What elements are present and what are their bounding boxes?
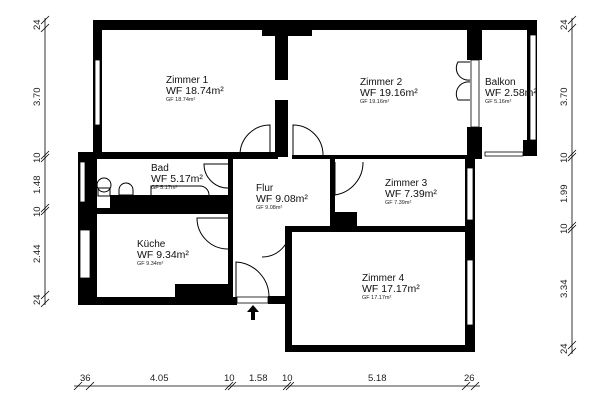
- dim-label: 24: [32, 19, 43, 30]
- dim-label: 5.18: [368, 373, 387, 384]
- dim-label: 24: [559, 19, 570, 30]
- room-name: Zimmer 2: [360, 77, 403, 88]
- dim-label: 3.70: [559, 88, 570, 107]
- dim-label: 1.58: [249, 373, 268, 384]
- room-name: Küche: [137, 239, 166, 250]
- dim-label: 26: [464, 373, 475, 384]
- dim-label: 24: [32, 294, 43, 305]
- dim-label: 1.48: [32, 176, 43, 195]
- room-gf: GF 7.39m²: [385, 200, 411, 206]
- room-wf: WF 19.16m²: [360, 87, 418, 99]
- room-gf: GF 9.34m²: [137, 261, 163, 267]
- room-gf: GF 9.08m²: [256, 205, 282, 211]
- room-zimmer-4: Zimmer 4 WF 17.17m² GF 17.17m²: [362, 273, 420, 301]
- room-name: Balkon: [485, 77, 516, 88]
- room-wf: WF 18.74m²: [166, 85, 224, 97]
- room-wf: WF 9.34m²: [137, 249, 189, 261]
- room-name: Flur: [256, 183, 274, 194]
- windows: [79, 34, 537, 326]
- room-gf: GF 17.17m²: [362, 295, 392, 301]
- arrow-up-icon: [247, 305, 259, 320]
- dimension-left: 24 3.70 10 1.48 10 2.44 24: [32, 15, 50, 308]
- room-name: Zimmer 3: [385, 178, 428, 189]
- room-wf: WF 5.17m²: [151, 173, 203, 185]
- dim-label: 3.34: [559, 280, 570, 299]
- dim-label: 4.05: [150, 373, 169, 384]
- room-wf: WF 2.58m²: [485, 87, 537, 99]
- dim-label: 10: [224, 373, 235, 384]
- dim-label: 10: [559, 152, 570, 163]
- dim-label: 1.99: [559, 185, 570, 204]
- room-bad: Bad WF 5.17m² GF 5.17m²: [151, 163, 203, 191]
- dim-label: 2.44: [32, 245, 43, 264]
- dim-label: 10: [32, 152, 43, 163]
- room-zimmer-2: Zimmer 2 WF 19.16m² GF 19.16m²: [360, 77, 418, 105]
- dimension-bottom: 36 4.05 10 1.58 10 5.18 26: [73, 373, 480, 391]
- dim-label: 3.70: [32, 88, 43, 107]
- room-wf: WF 9.08m²: [256, 193, 308, 205]
- room-gf: GF 5.17m²: [151, 185, 177, 191]
- doors: [196, 61, 471, 304]
- room-wf: WF 7.39m²: [385, 188, 437, 200]
- dim-label: 36: [80, 373, 91, 384]
- room-name: Bad: [151, 163, 169, 174]
- room-zimmer-3: Zimmer 3 WF 7.39m² GF 7.39m²: [385, 178, 437, 206]
- room-balkon: Balkon WF 2.58m² GF 5.16m²: [485, 77, 537, 105]
- room-flur: Flur WF 9.08m² GF 9.08m²: [256, 183, 308, 211]
- room-gf: GF 19.16m²: [360, 99, 390, 105]
- room-gf: GF 18.74m²: [166, 97, 196, 103]
- dimension-right: 24 3.70 10 1.99 10 3.34 24: [559, 15, 577, 357]
- room-name: Zimmer 4: [362, 273, 405, 284]
- bathroom-fixtures: [96, 177, 210, 205]
- room-kueche: Küche WF 9.34m² GF 9.34m²: [137, 239, 189, 267]
- dim-label: 10: [32, 206, 43, 217]
- room-zimmer-1: Zimmer 1 WF 18.74m² GF 18.74m²: [166, 75, 224, 103]
- dim-label: 10: [559, 223, 570, 234]
- room-wf: WF 17.17m²: [362, 283, 420, 295]
- dim-label: 10: [282, 373, 293, 384]
- walls: [78, 20, 537, 352]
- dim-label: 24: [559, 343, 570, 354]
- room-name: Zimmer 1: [166, 75, 209, 86]
- room-gf: GF 5.16m²: [485, 99, 511, 105]
